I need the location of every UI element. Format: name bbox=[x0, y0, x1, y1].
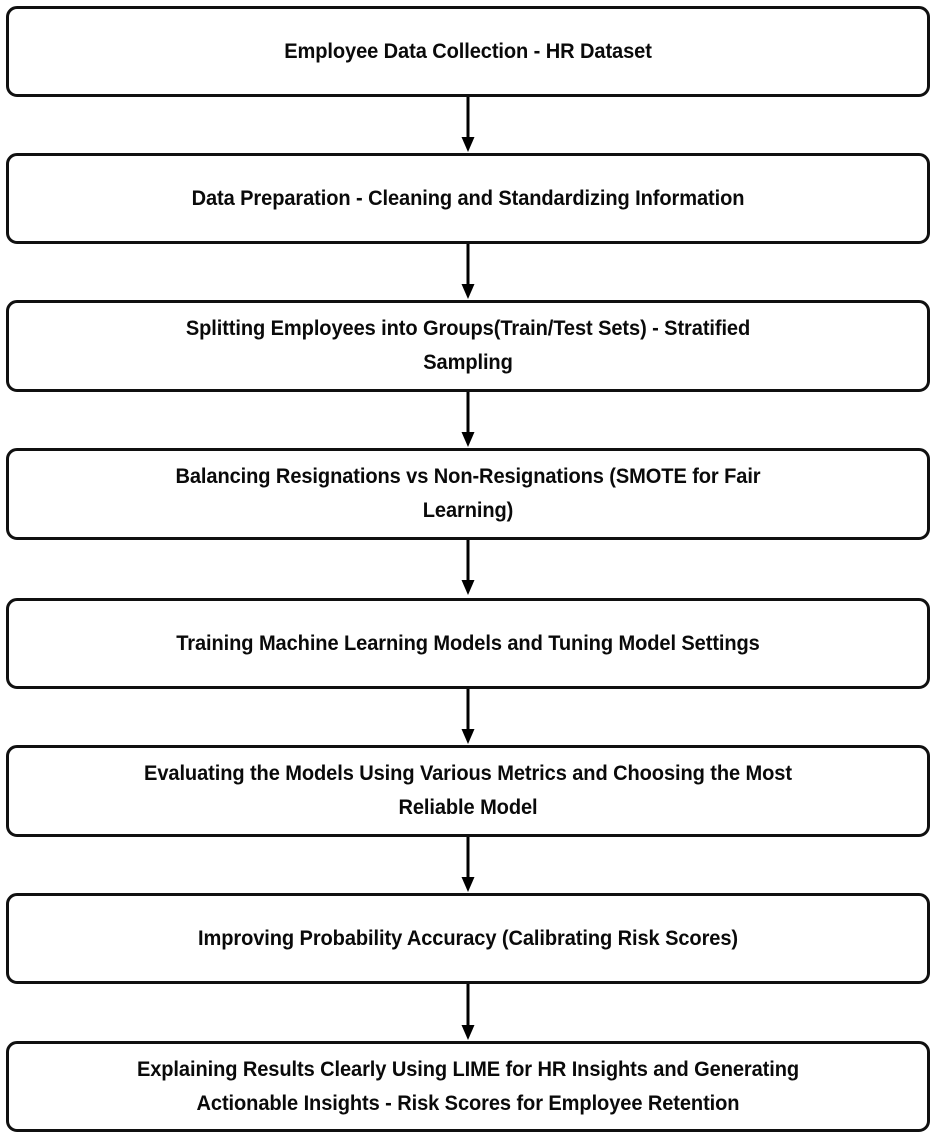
flow-connector-2 bbox=[0, 244, 936, 300]
flow-node-label: Improving Probability Accuracy (Calibrat… bbox=[197, 926, 738, 950]
flow-node-employee-data-collection[interactable]: Employee Data Collection - HR Dataset bbox=[6, 6, 930, 97]
flow-node-label: Data Preparation - Cleaning and Standard… bbox=[191, 186, 745, 210]
flow-node-label: Explaining Results Clearly Using LIME fo… bbox=[136, 1057, 800, 1115]
flow-connector-3 bbox=[0, 392, 936, 448]
flow-node-label: Evaluating the Models Using Various Metr… bbox=[144, 762, 792, 819]
flow-node-model-training-tuning[interactable]: Training Machine Learning Models and Tun… bbox=[6, 598, 930, 689]
flow-node-model-evaluation-selection[interactable]: Evaluating the Models Using Various Metr… bbox=[6, 745, 930, 837]
flow-node-train-test-split[interactable]: Splitting Employees into Groups(Train/Te… bbox=[6, 300, 930, 392]
flow-node-label: Training Machine Learning Models and Tun… bbox=[176, 631, 760, 655]
flow-node-probability-calibration[interactable]: Improving Probability Accuracy (Calibrat… bbox=[6, 893, 930, 984]
flow-node-data-preparation[interactable]: Data Preparation - Cleaning and Standard… bbox=[6, 153, 930, 244]
flow-node-label: Splitting Employees into Groups(Train/Te… bbox=[185, 317, 751, 374]
flow-node-class-balancing-smote[interactable]: Balancing Resignations vs Non-Resignatio… bbox=[6, 448, 930, 540]
flow-node-lime-explanation-insights[interactable]: Explaining Results Clearly Using LIME fo… bbox=[6, 1041, 930, 1132]
flow-connector-1 bbox=[0, 97, 936, 153]
flow-connector-4 bbox=[0, 540, 936, 596]
flow-connector-5 bbox=[0, 689, 936, 745]
flow-connector-7 bbox=[0, 984, 936, 1041]
flow-connector-6 bbox=[0, 837, 936, 893]
flow-node-label: Employee Data Collection - HR Dataset bbox=[284, 39, 652, 63]
flow-node-label: Balancing Resignations vs Non-Resignatio… bbox=[175, 465, 761, 522]
